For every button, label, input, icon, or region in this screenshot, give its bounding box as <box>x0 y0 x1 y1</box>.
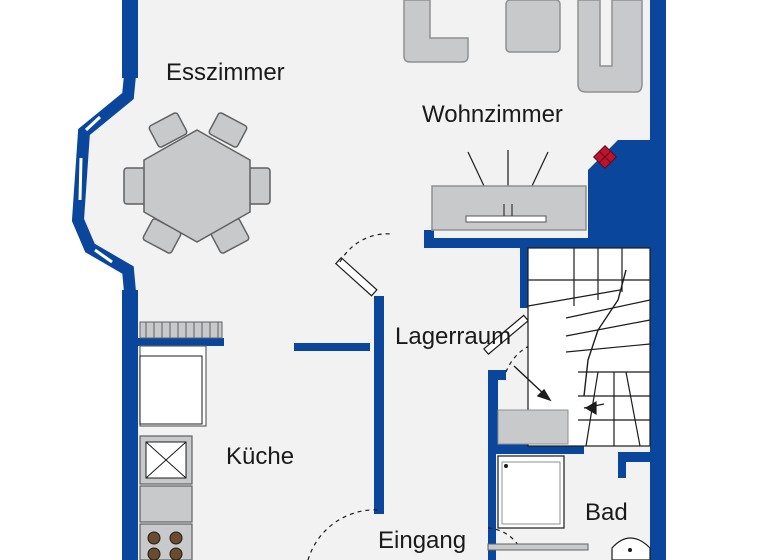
sink-icon <box>139 435 193 523</box>
storage-arrow <box>513 365 552 402</box>
stove-icon <box>139 523 193 560</box>
sofa-icon <box>403 0 643 93</box>
room-label-esszimmer: Esszimmer <box>166 59 285 86</box>
room-label-bad: Bad <box>585 499 628 526</box>
outer-walls <box>122 0 666 560</box>
room-label-kueche: Küche <box>226 443 294 470</box>
washbasin-icon <box>611 537 651 560</box>
entrance-threshold <box>487 543 589 551</box>
fireplace-icon <box>592 144 618 170</box>
room-label-lagerraum: Lagerraum <box>395 323 511 350</box>
kitchen-counter <box>139 321 223 427</box>
room-label-wohnzimmer: Wohnzimmer <box>422 101 563 128</box>
bay-window <box>71 74 136 293</box>
doors <box>307 233 553 560</box>
room-label-eingang: Eingang <box>378 527 466 554</box>
dining-table-icon <box>123 112 271 254</box>
bay-window-glass <box>78 115 113 264</box>
shower-icon <box>497 455 565 529</box>
storage-shelf <box>497 409 569 445</box>
tv-unit-icon <box>431 150 587 231</box>
